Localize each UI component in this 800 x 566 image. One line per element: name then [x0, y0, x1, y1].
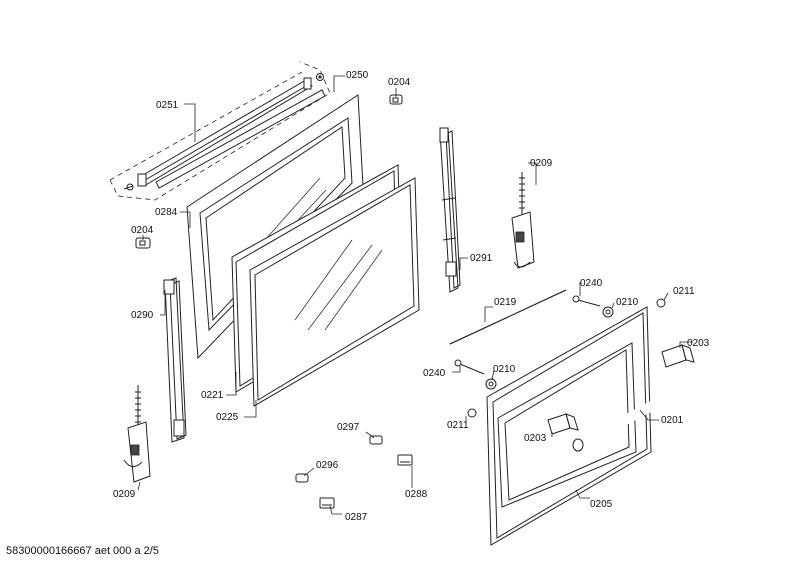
label-0209-left: 0209	[113, 489, 136, 500]
washer-left	[485, 378, 497, 390]
label-0288: 0288	[405, 489, 428, 500]
handle-bracket-right	[661, 344, 695, 368]
hinge-rail-left	[163, 277, 187, 443]
label-0205: 0205	[590, 499, 613, 510]
label-0291: 0291	[470, 253, 493, 264]
screw-left	[454, 359, 485, 375]
label-0240-top: 0240	[580, 278, 603, 289]
hinge-right	[511, 172, 535, 269]
handle-bracket-left	[547, 413, 579, 435]
label-0219: 0219	[494, 297, 517, 308]
label-0251: 0251	[156, 100, 179, 111]
label-0290: 0290	[131, 310, 154, 321]
label-0204-left: 0204	[131, 225, 154, 236]
bracket-0288	[397, 454, 413, 466]
label-0250: 0250	[346, 70, 369, 81]
top-trim-assembly	[109, 61, 331, 201]
label-0203-right: 0203	[687, 338, 710, 349]
part-labels: 0250 0251 0204 0284 0204 0209 0290 0291 …	[113, 70, 710, 523]
document-reference-footer: 58300000166667 aet 000 a 2/5	[6, 545, 159, 557]
label-0201: 0201	[661, 415, 684, 426]
label-0209-right: 0209	[530, 158, 553, 169]
bracket-0287	[319, 497, 335, 509]
label-0284: 0284	[155, 207, 178, 218]
glass-pane-0225	[249, 177, 420, 407]
sealing-strip	[449, 289, 567, 345]
label-0210-top: 0210	[616, 297, 639, 308]
cap-left	[467, 408, 477, 418]
clip-0296	[295, 473, 309, 483]
label-0210-left: 0210	[493, 364, 516, 375]
clip-0297	[369, 435, 383, 445]
label-0225: 0225	[216, 412, 239, 423]
label-0211-top: 0211	[673, 286, 695, 297]
label-0203-left: 0203	[524, 433, 547, 444]
hinge-rail-right	[439, 127, 461, 293]
label-0297: 0297	[337, 422, 360, 433]
label-0204-top: 0204	[388, 77, 411, 88]
door-handle	[572, 368, 719, 452]
label-0240-left: 0240	[423, 368, 446, 379]
screw-top	[572, 295, 601, 307]
label-0287: 0287	[345, 512, 368, 523]
hinge-left	[123, 385, 151, 483]
label-0211-left: 0211	[447, 420, 469, 431]
leader-lines	[137, 75, 693, 515]
label-0296: 0296	[316, 460, 339, 471]
washer-top	[602, 306, 614, 318]
label-0221: 0221	[201, 390, 224, 401]
cap-top	[656, 298, 666, 308]
